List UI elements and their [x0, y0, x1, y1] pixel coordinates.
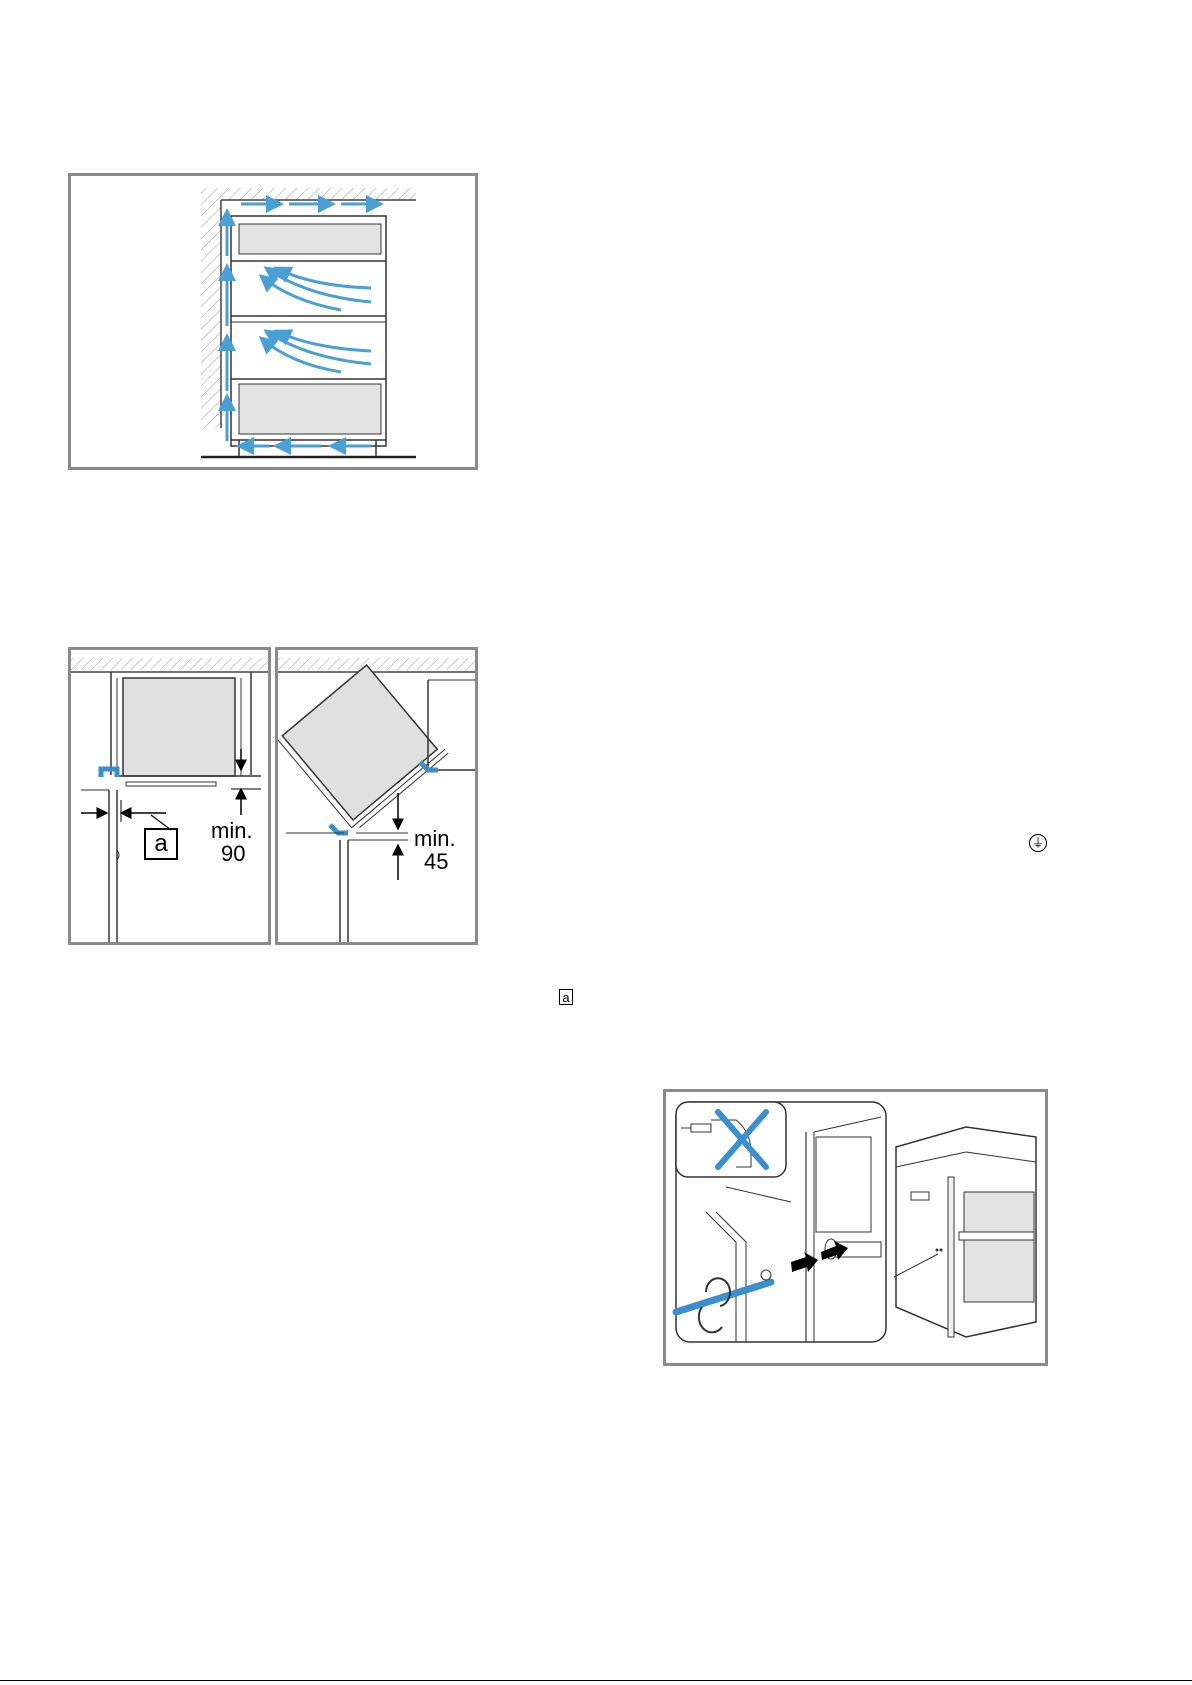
- min-value-90: 90: [221, 843, 245, 865]
- page-bottom-rule: [0, 1680, 1192, 1681]
- ground-symbol-icon: ⏚: [1029, 834, 1047, 852]
- ventilation-illustration: [71, 176, 475, 467]
- min-label-45: min.: [414, 828, 456, 850]
- clearance-figure-left: a min. 90: [68, 647, 271, 945]
- oven-mounting-figure: [663, 1089, 1048, 1366]
- dimension-label-a: a: [144, 828, 178, 860]
- oven-mounting-illustration: [666, 1092, 1045, 1363]
- min-label-90: min.: [211, 820, 253, 842]
- inline-boxed-a-label: a: [559, 989, 573, 1005]
- clearance-right-illustration: [278, 650, 475, 942]
- clearance-figure-right: min. 45: [275, 647, 478, 945]
- ventilation-figure: [68, 173, 478, 470]
- clearance-left-illustration: [71, 650, 268, 942]
- min-value-45: 45: [424, 851, 448, 873]
